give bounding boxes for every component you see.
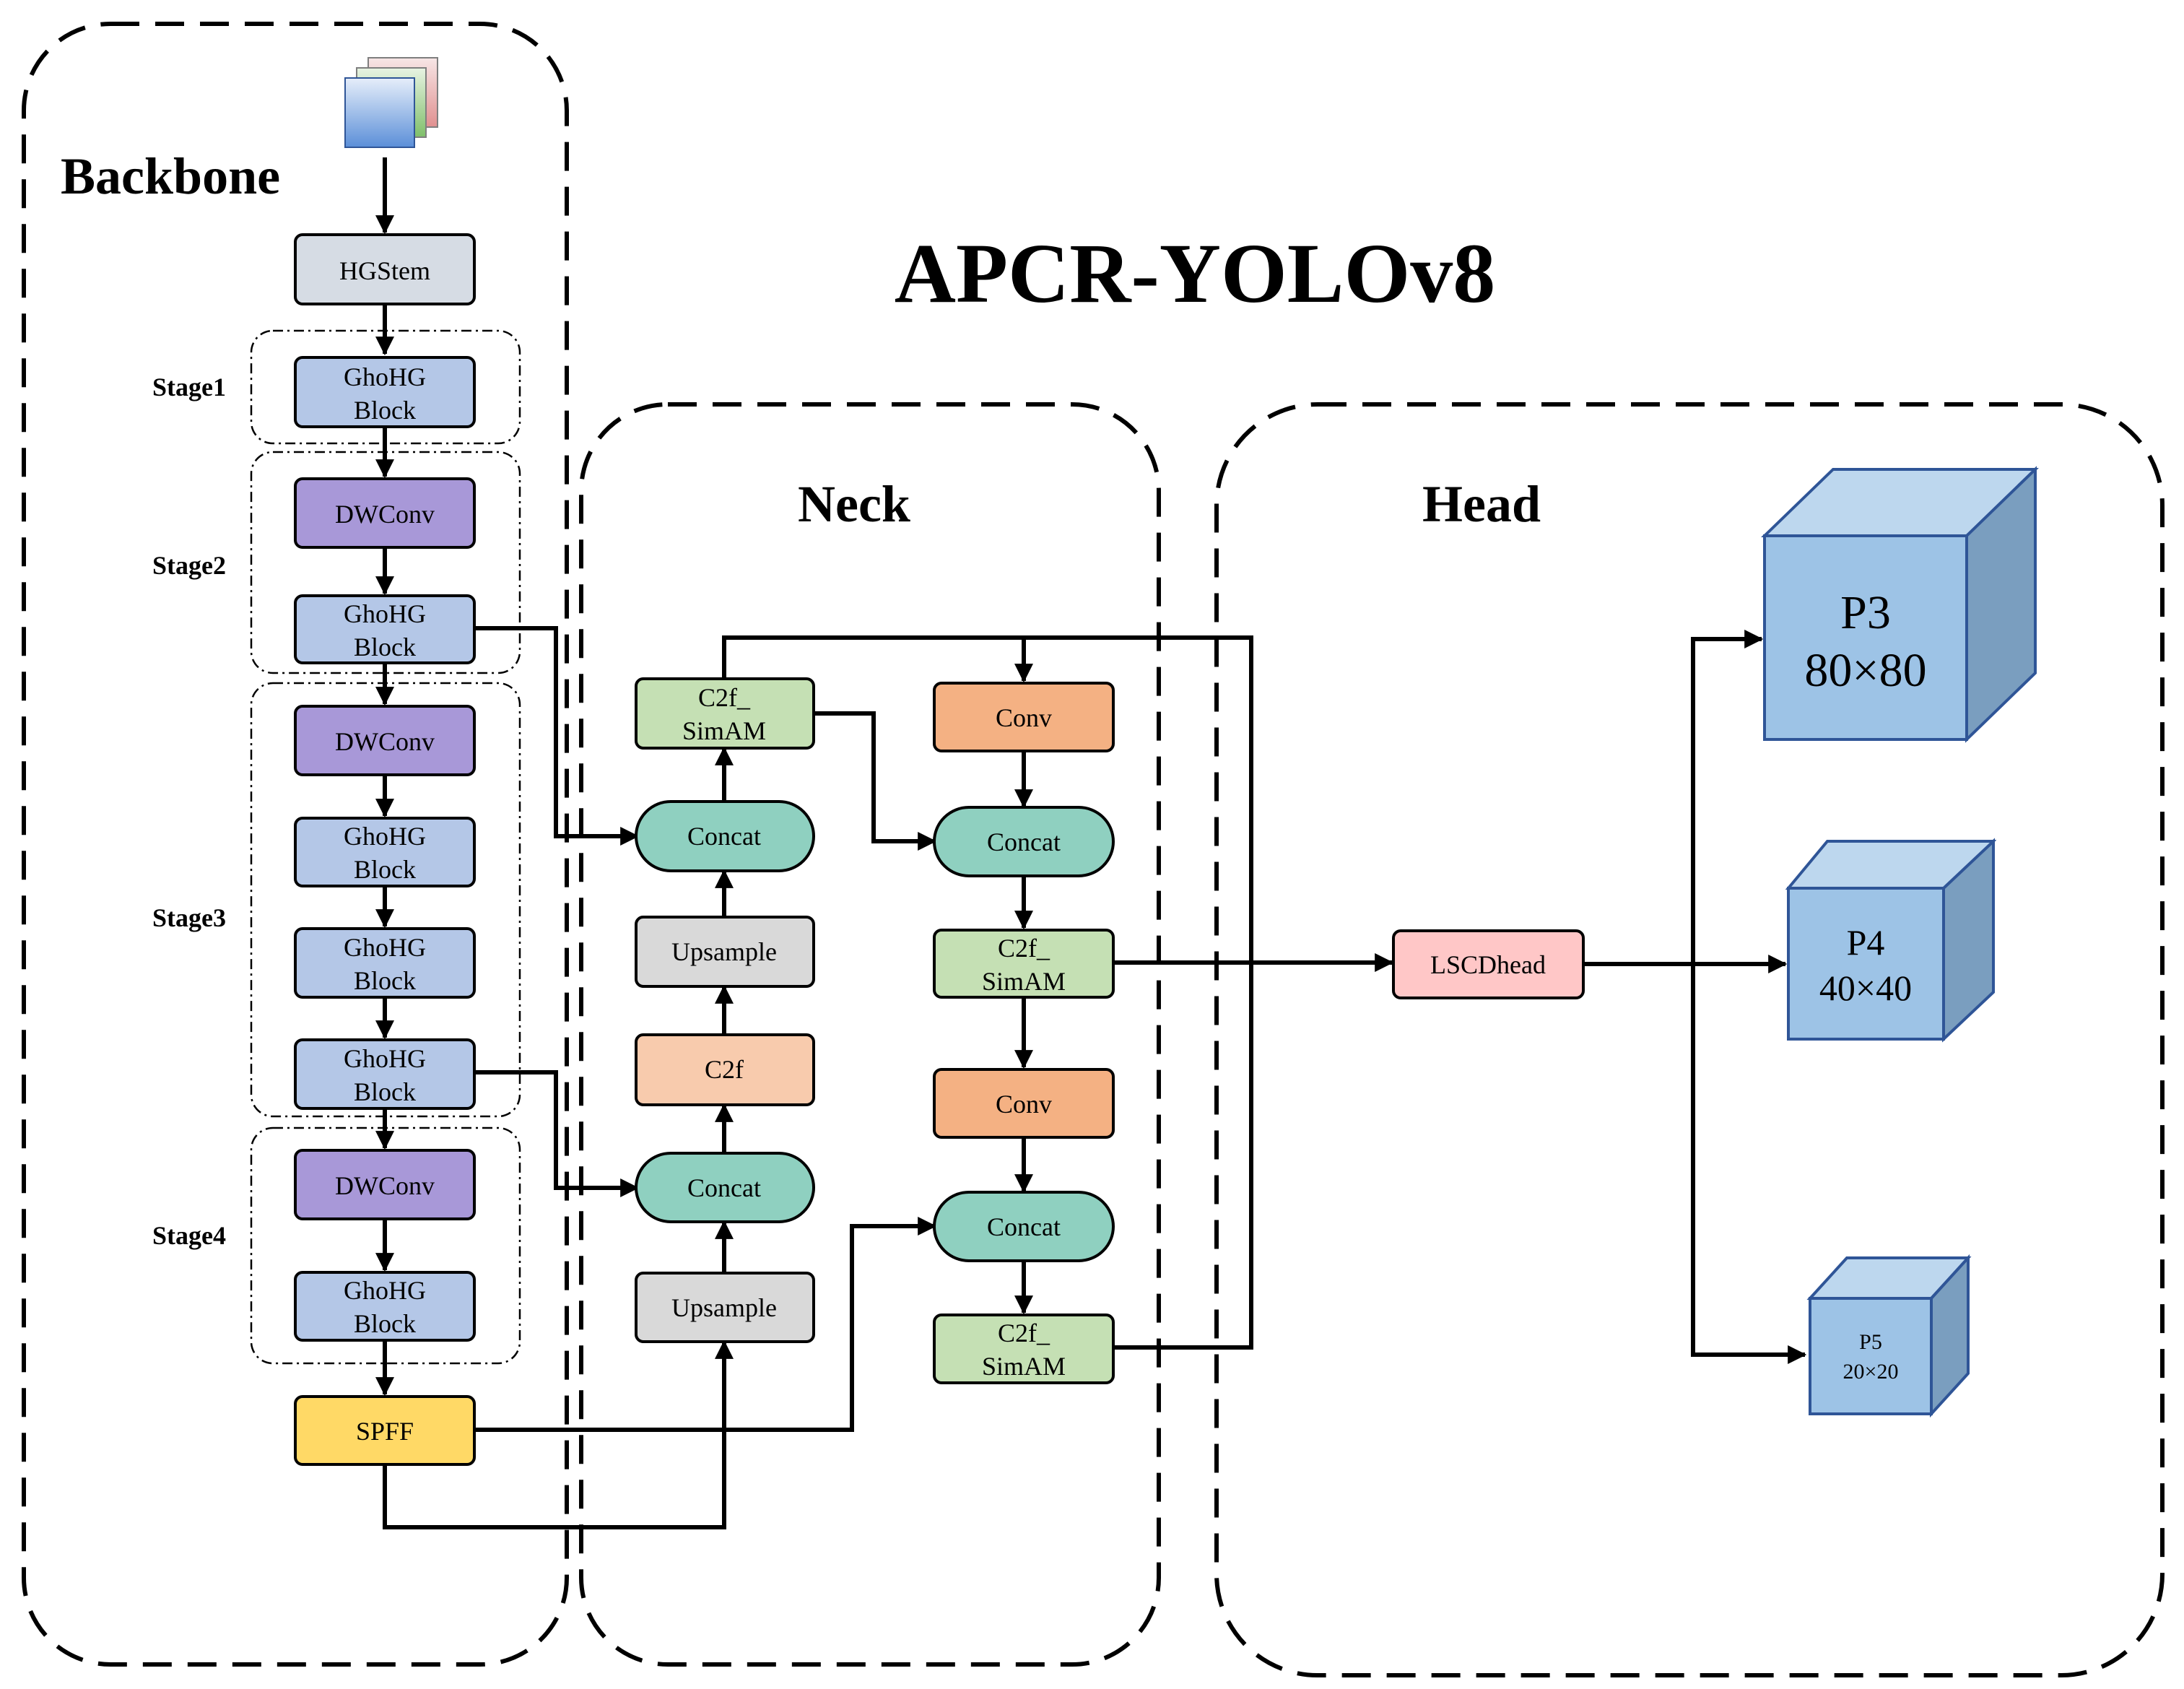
- output-p3-cube: P3 80×80: [1761, 466, 2039, 743]
- spff-block: SPFF: [294, 1395, 476, 1466]
- s2-dwconv-block: DWConv: [294, 477, 476, 549]
- svg-text:Concat: Concat: [687, 1173, 761, 1202]
- svg-text:GhoHG: GhoHG: [344, 362, 426, 391]
- svg-text:SimAM: SimAM: [982, 1352, 1066, 1381]
- svg-text:40×40: 40×40: [1819, 968, 1912, 1008]
- output-p4-cube: P4 40×40: [1785, 838, 1997, 1043]
- svg-text:P4: P4: [1847, 922, 1885, 963]
- svg-text:C2f_: C2f_: [998, 1319, 1050, 1347]
- stage3-label: Stage3: [152, 903, 226, 932]
- s4-dwconv-block: DWConv: [294, 1149, 476, 1220]
- output-p5-cube: P5 20×20: [1806, 1254, 1972, 1418]
- hgstem-block: HGStem: [294, 233, 476, 305]
- svg-text:Block: Block: [354, 1309, 416, 1338]
- svg-text:C2f_: C2f_: [698, 683, 751, 712]
- svg-text:Block: Block: [354, 966, 416, 995]
- upsample-l1-block: Upsample: [635, 916, 815, 988]
- svg-text:Block: Block: [354, 855, 416, 884]
- conv-r1-block: Conv: [933, 682, 1115, 752]
- svg-text:Upsample: Upsample: [671, 937, 777, 966]
- concat-l1-block: Concat: [635, 800, 815, 872]
- svg-text:SPFF: SPFF: [356, 1417, 414, 1446]
- upsample-l2-block: Upsample: [635, 1272, 815, 1343]
- c2f-simam-mid-block: C2f_ SimAM: [933, 929, 1115, 999]
- neck-frame: [579, 402, 1161, 1667]
- svg-text:Upsample: Upsample: [671, 1293, 777, 1322]
- svg-text:P3: P3: [1840, 586, 1891, 639]
- svg-text:C2f_: C2f_: [998, 934, 1050, 963]
- svg-text:DWConv: DWConv: [335, 500, 435, 529]
- conv-r2-block: Conv: [933, 1068, 1115, 1139]
- svg-text:80×80: 80×80: [1804, 644, 1926, 697]
- stage2-label: Stage2: [152, 551, 226, 580]
- c2f-left-block: C2f: [635, 1033, 815, 1106]
- svg-text:20×20: 20×20: [1843, 1360, 1899, 1384]
- svg-text:GhoHG: GhoHG: [344, 1276, 426, 1305]
- svg-text:Block: Block: [354, 633, 416, 661]
- svg-text:DWConv: DWConv: [335, 727, 435, 756]
- svg-text:Block: Block: [354, 1077, 416, 1106]
- svg-text:Conv: Conv: [996, 703, 1052, 732]
- svg-text:DWConv: DWConv: [335, 1171, 435, 1200]
- svg-text:Block: Block: [354, 396, 416, 425]
- svg-text:P5: P5: [1859, 1330, 1882, 1354]
- concat-l2-block: Concat: [635, 1152, 815, 1223]
- svg-text:Concat: Concat: [687, 822, 761, 851]
- backbone-frame: [22, 22, 569, 1667]
- diagram-title: APCR-YOLOv8: [895, 226, 1496, 321]
- c2f-simam-bot-block: C2f_ SimAM: [933, 1314, 1115, 1384]
- svg-text:Conv: Conv: [996, 1090, 1052, 1119]
- svg-text:LSCDhead: LSCDhead: [1430, 950, 1546, 979]
- s4-ghohg-block: GhoHG Block: [294, 1271, 476, 1342]
- svg-text:GhoHG: GhoHG: [344, 822, 426, 851]
- head-title: Head: [1422, 475, 1541, 533]
- c2f-simam-top-block: C2f_ SimAM: [635, 677, 815, 750]
- svg-text:SimAM: SimAM: [682, 716, 766, 745]
- s3-ghohg-block-a: GhoHG Block: [294, 817, 476, 887]
- stage1-label: Stage1: [152, 373, 226, 401]
- connectors: [375, 157, 1807, 1529]
- concat-r1-block: Concat: [933, 806, 1115, 877]
- svg-text:GhoHG: GhoHG: [344, 1044, 426, 1073]
- backbone-title: Backbone: [61, 147, 280, 205]
- s2-ghohg-block: GhoHG Block: [294, 594, 476, 664]
- s3-dwconv-block: DWConv: [294, 705, 476, 776]
- svg-text:HGStem: HGStem: [339, 256, 430, 285]
- lscdhead-block: LSCDhead: [1392, 929, 1585, 999]
- svg-text:C2f: C2f: [705, 1055, 744, 1084]
- stage4-label: Stage4: [152, 1221, 226, 1250]
- svg-text:Concat: Concat: [987, 828, 1061, 856]
- s3-ghohg-block-c: GhoHG Block: [294, 1038, 476, 1110]
- svg-text:SimAM: SimAM: [982, 967, 1066, 996]
- concat-r2-block: Concat: [933, 1191, 1115, 1262]
- s3-ghohg-block-b: GhoHG Block: [294, 927, 476, 999]
- svg-text:GhoHG: GhoHG: [344, 933, 426, 962]
- head-frame: [1214, 402, 2165, 1677]
- s1-ghohg-block: GhoHG Block: [294, 356, 476, 428]
- neck-title: Neck: [798, 475, 910, 533]
- input-image-icon: [344, 57, 438, 148]
- svg-text:GhoHG: GhoHG: [344, 599, 426, 628]
- svg-text:Concat: Concat: [987, 1212, 1061, 1241]
